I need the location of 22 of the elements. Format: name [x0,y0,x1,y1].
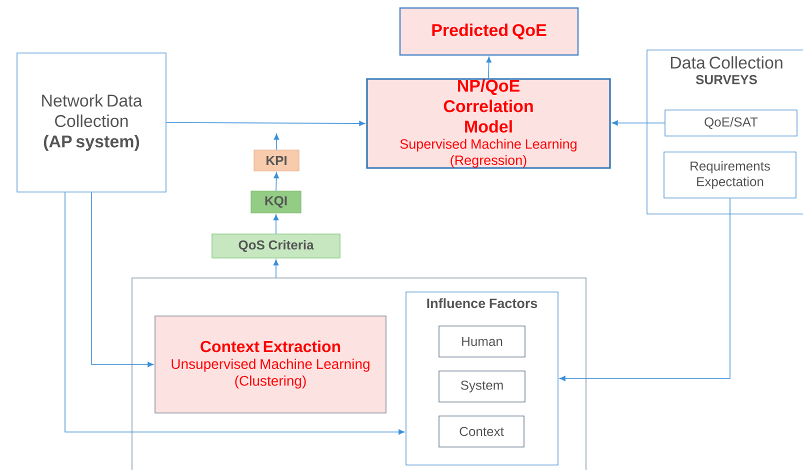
arrow [91,192,154,368]
process-box: Context Extraction Unsupervised Machine Learning (Clustering) [154,316,386,414]
arrow [274,172,279,192]
metric-box: KQI [250,190,302,214]
arrow [166,120,366,126]
factor-box: System [438,370,526,402]
factor-box: Human [438,326,526,358]
metric-box: KPI [254,150,300,172]
process-box: Requirements Expectation [664,152,796,198]
arrow [273,259,279,278]
model-box: NP/QoE Correlation Model Supervised Machine Learning (Regression) [366,78,611,169]
arrow [486,56,492,79]
process-box: QoE/SAT [664,110,798,136]
arrow [274,134,280,150]
metric-box: QoS Criteria [212,234,340,258]
output-box: Predicted QoE [399,7,579,56]
arrow [559,198,730,382]
factor-box: Context [438,416,524,448]
arrow [273,214,279,234]
source-box: Network Data Collection (AP system) [16,52,166,192]
arrow [64,192,405,435]
arrow [612,120,665,126]
